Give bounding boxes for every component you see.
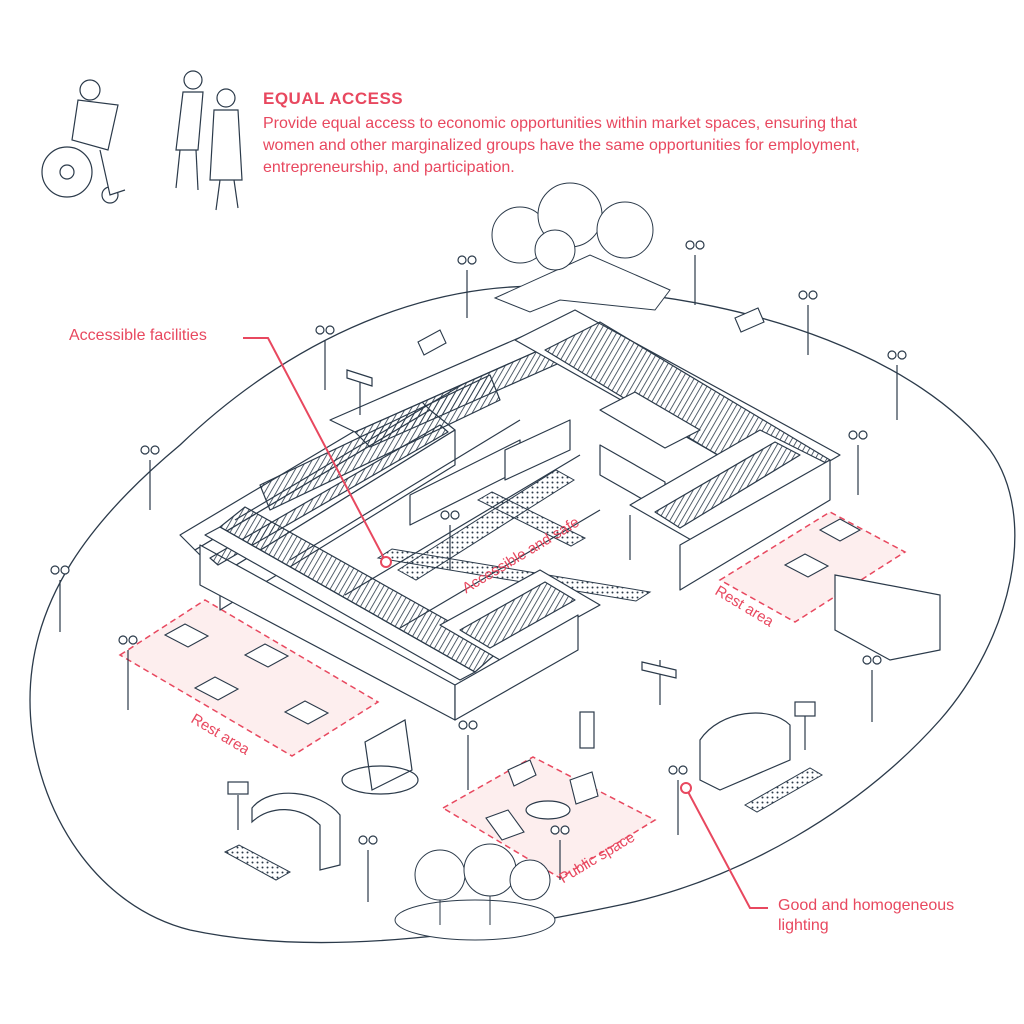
lighting-label-line2: lighting [778,917,829,934]
bus-shelters [251,574,941,871]
lighting-label-line1: Good and homogeneous [778,897,955,914]
market-hall [179,309,841,721]
street-lamps [50,240,907,902]
accessible-facilities-label: Accessible facilities [69,327,207,344]
signposts [227,369,816,830]
lighting-leader [685,787,768,909]
people-illustration [41,70,243,211]
tree-cluster-top [491,182,671,313]
lighting-marker [680,782,692,794]
tree-cluster-bottom [394,843,556,941]
accessible-facilities-leader [243,337,387,563]
picnic-tables [163,518,862,725]
tactile-paths [223,469,824,881]
section-description: Provide equal access to economic opportu… [263,115,860,176]
section-title: EQUAL ACCESS [263,89,404,108]
accessible-facilities-marker [380,556,392,568]
benches [417,307,765,841]
